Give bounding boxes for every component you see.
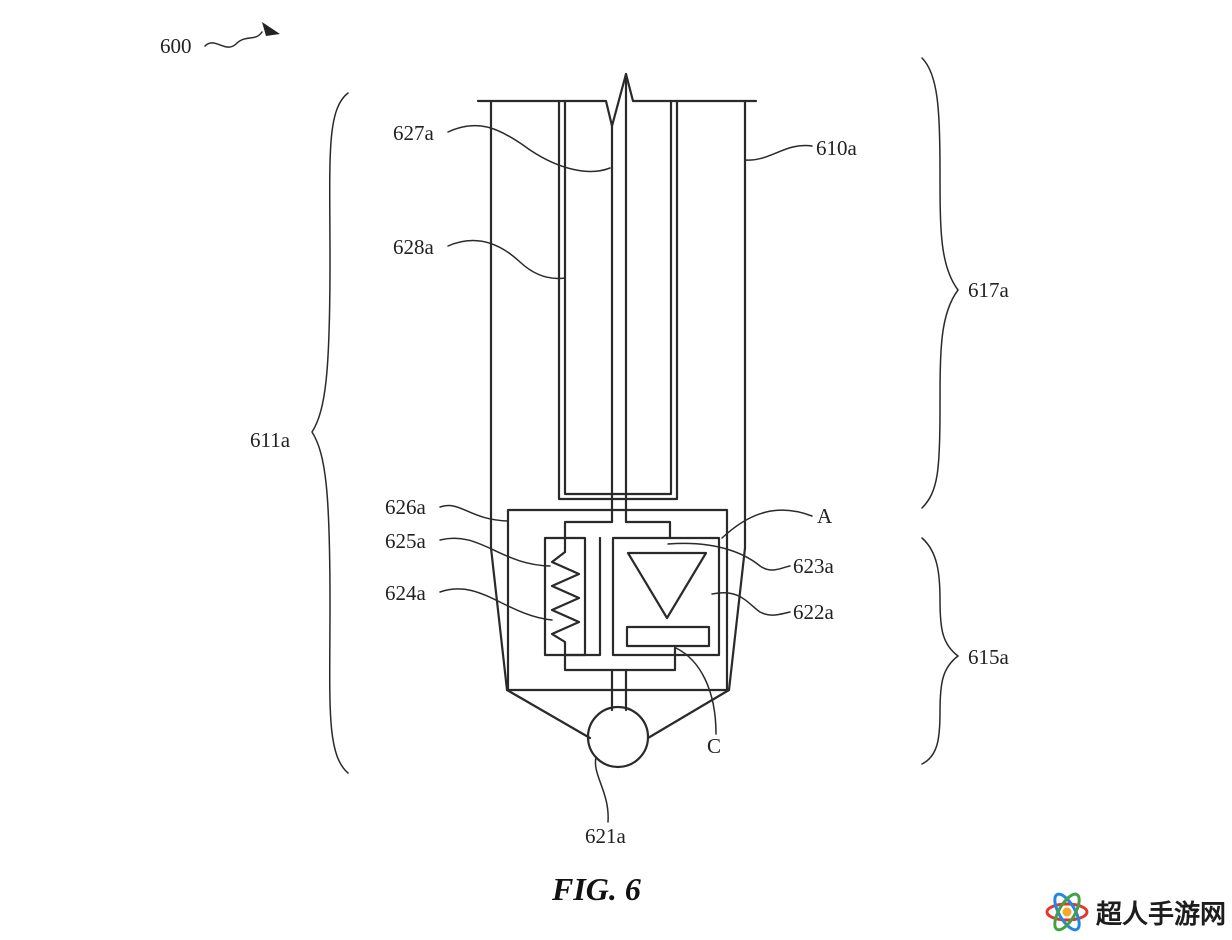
cartridge-box [506, 508, 729, 692]
leader-600 [204, 31, 263, 48]
sensor-box [611, 536, 721, 657]
reservoir-inner [563, 99, 673, 496]
label-600: 600 [160, 34, 192, 58]
label-C: C [707, 734, 721, 758]
reservoir-628a [557, 99, 679, 501]
label-615a: 615a [968, 645, 1010, 669]
leader-622a [711, 591, 791, 616]
leader-C [675, 647, 717, 735]
leader-628a [447, 239, 566, 280]
brace-617a [921, 57, 959, 509]
brace-615a [921, 537, 960, 765]
atom-logo-icon [1045, 892, 1089, 932]
sensor-622a [611, 536, 721, 657]
label-628a: 628a [393, 235, 435, 259]
braces [311, 57, 960, 774]
right-taper [646, 688, 731, 740]
label-627a: 627a [393, 121, 435, 145]
top-rim [476, 72, 758, 128]
leader-A [721, 509, 813, 539]
cartridge-626a [506, 508, 729, 712]
leader-624a [439, 588, 553, 621]
frame-top-right [624, 520, 672, 540]
leader-621a [594, 756, 609, 823]
ref-600: 600 [160, 22, 280, 58]
brace-611a [311, 92, 349, 774]
reservoir-outer [557, 99, 679, 501]
left-taper [505, 688, 592, 740]
label-610a: 610a [816, 136, 858, 160]
frame-top-left [563, 520, 614, 540]
label-A: A [817, 504, 833, 528]
arrowhead-600 [262, 22, 280, 36]
reference-labels: 627a 610a 628a 617a 611a 626a A 625a 623… [250, 121, 1010, 848]
label-611a: 611a [250, 428, 291, 452]
label-626a: 626a [385, 495, 427, 519]
leader-610a [744, 144, 813, 161]
heater-box [543, 536, 587, 657]
sensor-triangle [626, 551, 708, 620]
label-622a: 622a [793, 600, 835, 624]
right-wall [727, 99, 747, 692]
label-621a: 621a [585, 824, 627, 848]
watermark: 超人手游网 [1044, 892, 1226, 932]
leader-625a [439, 537, 551, 567]
nozzle-bulb-621a [586, 705, 650, 769]
leader-623a [667, 542, 791, 571]
housing-outline [476, 72, 758, 740]
leader-lines [439, 124, 813, 823]
figure-caption: FIG. 6 [551, 871, 641, 907]
leader-626a [439, 504, 509, 522]
label-617a: 617a [968, 278, 1010, 302]
conduit-627a [610, 72, 628, 524]
leader-627a [447, 124, 611, 173]
label-625a: 625a [385, 529, 427, 553]
heater-coil [550, 536, 581, 657]
frame-lower [563, 536, 677, 672]
heater-624a [543, 536, 587, 657]
label-623a: 623a [793, 554, 835, 578]
watermark-text: 超人手游网 [1095, 899, 1226, 930]
label-624a: 624a [385, 581, 427, 605]
sensor-plate [625, 625, 711, 648]
